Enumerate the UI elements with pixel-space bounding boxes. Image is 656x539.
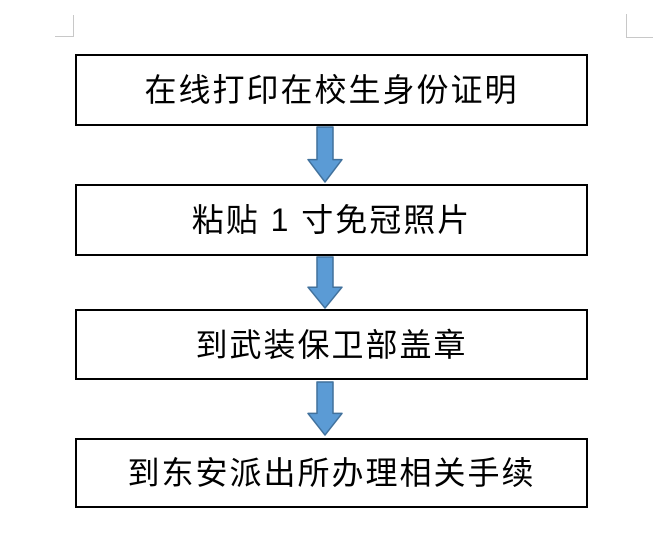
down-arrow-icon[interactable] bbox=[307, 256, 343, 309]
flow-step-label-3: 到武装保卫部盖章 bbox=[195, 326, 468, 363]
page-margin-corner-mark-top-left bbox=[55, 15, 74, 37]
flow-step-box-1[interactable]: 在线打印在校生身份证明 bbox=[75, 54, 588, 126]
flow-step-label-4: 到东安派出所办理相关手续 bbox=[127, 455, 536, 491]
flow-step-box-3[interactable]: 到武装保卫部盖章 bbox=[75, 309, 588, 380]
down-arrow-icon[interactable] bbox=[307, 381, 343, 436]
flow-step-box-2[interactable]: 粘贴 1 寸免冠照片 bbox=[75, 184, 588, 256]
flow-step-label-2: 粘贴 1 寸免冠照片 bbox=[191, 202, 472, 238]
page-margin-corner-mark-top-right bbox=[626, 14, 653, 38]
flow-step-label-1: 在线打印在校生身份证明 bbox=[144, 72, 519, 108]
down-arrow-icon[interactable] bbox=[307, 126, 343, 183]
flow-step-box-4[interactable]: 到东安派出所办理相关手续 bbox=[75, 438, 588, 508]
